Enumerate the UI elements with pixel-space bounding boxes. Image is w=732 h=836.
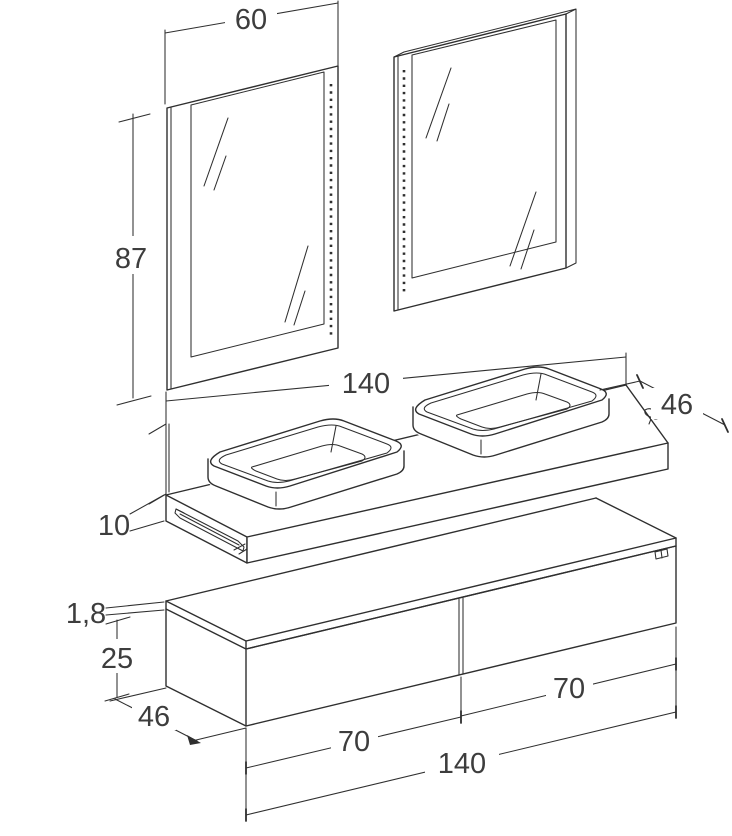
cabinet-left-side: [165, 608, 247, 727]
dimension-mirror-width: 60: [164, 0, 339, 105]
left-mirror-glass: [190, 71, 325, 358]
dimension-countertop-thickness: 10: [98, 494, 165, 542]
wall-corner-lines: [148, 391, 170, 505]
left-mirror-reflection-marks: [203, 117, 309, 326]
cabinet-top-front-band: [245, 537, 677, 650]
cabinet-front-face: [245, 545, 677, 727]
countertop-left-end: [165, 494, 248, 564]
vessel-sink-right: [412, 363, 611, 460]
sink-basin-floor: [250, 443, 366, 482]
sink-inner-corner: [330, 425, 337, 453]
drawer-divider: [458, 597, 464, 676]
dim-label-cabinet-height: 25: [101, 643, 133, 675]
dim-label-cabinet-width: 140: [438, 748, 486, 780]
dimension-cabinet-depth: 46: [109, 687, 247, 745]
drawer-clip-detail: [654, 548, 669, 560]
towel-rail: [174, 508, 248, 555]
countertop-right-edge: [625, 384, 669, 444]
dim-label-right-drawer-width: 70: [553, 673, 585, 705]
left-mirror-panel: [166, 65, 339, 391]
countertop-front-face: [246, 442, 669, 564]
cabinet: [165, 497, 677, 727]
sink-rim-inner: [218, 424, 392, 484]
right-mirror-reflection-marks: [425, 67, 537, 270]
dimension-top-panel-thickness: 1,8: [66, 598, 165, 630]
dim-label-mirror-height: 87: [115, 243, 147, 275]
cabinet-top-back-edge: [165, 497, 597, 602]
dim-label-left-drawer-width: 70: [338, 726, 370, 758]
sink-rim-outer: [209, 418, 402, 489]
dim-label-countertop-thickness: 10: [98, 510, 130, 542]
right-mirror-depth-band: [393, 8, 577, 269]
dimension-left-drawer-width: 70: [245, 676, 462, 775]
dim-label-cabinet-depth: 46: [138, 701, 170, 733]
dimension-right-drawer-width: 70: [460, 657, 677, 717]
dim-label-countertop-width: 140: [342, 368, 390, 400]
dim-label-countertop-depth: 46: [661, 389, 693, 421]
right-mirror: [393, 8, 577, 312]
right-mirror-panel: [393, 13, 567, 312]
sink-body: [207, 450, 405, 510]
cabinet-top-right-edge: [595, 497, 677, 539]
dim-label-top-panel-thickness: 1,8: [66, 598, 106, 630]
dimension-countertop-width: 140: [165, 352, 627, 402]
cabinet-top-left-cap: [165, 600, 247, 650]
left-mirror: [166, 65, 339, 391]
dimension-cabinet-width: 140: [245, 626, 677, 822]
dimension-mirror-height: 87: [110, 113, 154, 406]
right-mirror-glass: [411, 19, 557, 279]
dimension-cabinet-height: 25: [98, 616, 136, 702]
dimension-countertop-depth: 46: [599, 374, 729, 433]
vessel-sink: [207, 416, 405, 511]
dim-label-mirror-width: 60: [235, 4, 267, 36]
countertop-shelf: [165, 384, 669, 564]
